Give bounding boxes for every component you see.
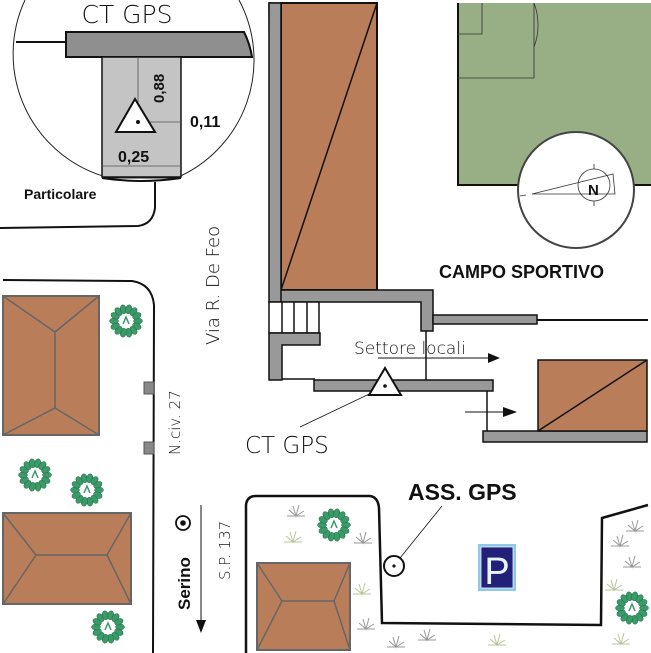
civic-marker [143, 381, 155, 395]
campo-sportivo: N CAMPO SPORTIVO [439, 2, 651, 282]
parking-icon: P [478, 544, 516, 593]
tree-icon [317, 508, 351, 542]
dimension-bottom: 0,25 [118, 149, 149, 166]
road-edge-west [2, 279, 156, 653]
detail-label: Particolare [24, 186, 97, 202]
grass-icon [418, 628, 436, 642]
tree-icon [91, 610, 125, 644]
wall-stair-landing [268, 332, 321, 381]
grass-icon [611, 534, 629, 548]
ass-gps-label: ASS. GPS [408, 479, 517, 505]
grass-icon [357, 617, 375, 631]
dimension-vertical: 0,88 [151, 74, 168, 103]
gps-station-triangle-icon [367, 366, 403, 396]
settore-locali: Settore locali [354, 339, 517, 417]
ct-gps-label: CT GPS [245, 433, 329, 459]
ass-gps-marker[interactable]: ASS. GPS [383, 479, 517, 577]
grass-icon [623, 555, 641, 569]
wall-south-east [482, 430, 648, 443]
tree-icon [109, 304, 143, 338]
tree-icon [70, 473, 104, 507]
south-area: ASS. GPS P [244, 479, 649, 653]
direction-arrow-icon [196, 620, 206, 633]
parking-letter: P [484, 551, 509, 593]
wall-front [313, 379, 494, 392]
grass-icon [287, 504, 305, 518]
civic-marker [143, 441, 155, 455]
detail-title: CT GPS [82, 0, 173, 29]
grass-icon [626, 519, 644, 533]
house-1 [2, 295, 100, 436]
gps-assist-point-icon [383, 555, 405, 577]
detail-base [101, 177, 182, 182]
west-area: Via R. De Feo N.civ. 27 Serino S.P. 137 [2, 226, 234, 653]
compass-letter: N [588, 182, 599, 199]
detail-inset: CT GPS 0,88 0,11 0,25 Particolare [0, 0, 255, 229]
trees [18, 304, 649, 644]
grass-icon [387, 635, 405, 649]
grass-icon [284, 530, 302, 544]
main-building-block [268, 2, 648, 443]
tree-icon [615, 591, 649, 625]
detail-wall [65, 31, 254, 58]
house-2 [2, 512, 132, 605]
grass-icon [353, 582, 371, 596]
tree-icon [18, 458, 52, 492]
ct-gps-marker[interactable]: CT GPS [245, 366, 403, 459]
gps-station-triangle-icon [114, 97, 157, 133]
settore-label: Settore locali [354, 339, 466, 359]
dimension-right: 0,11 [190, 114, 220, 131]
direction-arrow-icon [488, 353, 500, 363]
detail-leader-line [0, 182, 156, 229]
grass-icon [488, 633, 506, 647]
serino-label: Serino [175, 557, 194, 610]
house-3 [256, 562, 351, 651]
campo-sportivo-label: CAMPO SPORTIVO [439, 262, 604, 282]
grass-icon [605, 578, 623, 592]
town-marker-icon [175, 515, 191, 531]
parking-boundary [244, 494, 649, 653]
grass-icon [612, 632, 630, 646]
grass-tufts [284, 504, 644, 649]
detail-circle [12, 0, 255, 179]
sp-label: S.P. 137 [216, 521, 234, 580]
compass-icon: N [517, 131, 635, 249]
grass-icon [354, 531, 372, 545]
civico-label: N.civ. 27 [166, 390, 184, 455]
via-label: Via R. De Feo [203, 226, 224, 345]
direction-arrow-icon [503, 407, 517, 417]
wall-east-long [432, 314, 538, 325]
